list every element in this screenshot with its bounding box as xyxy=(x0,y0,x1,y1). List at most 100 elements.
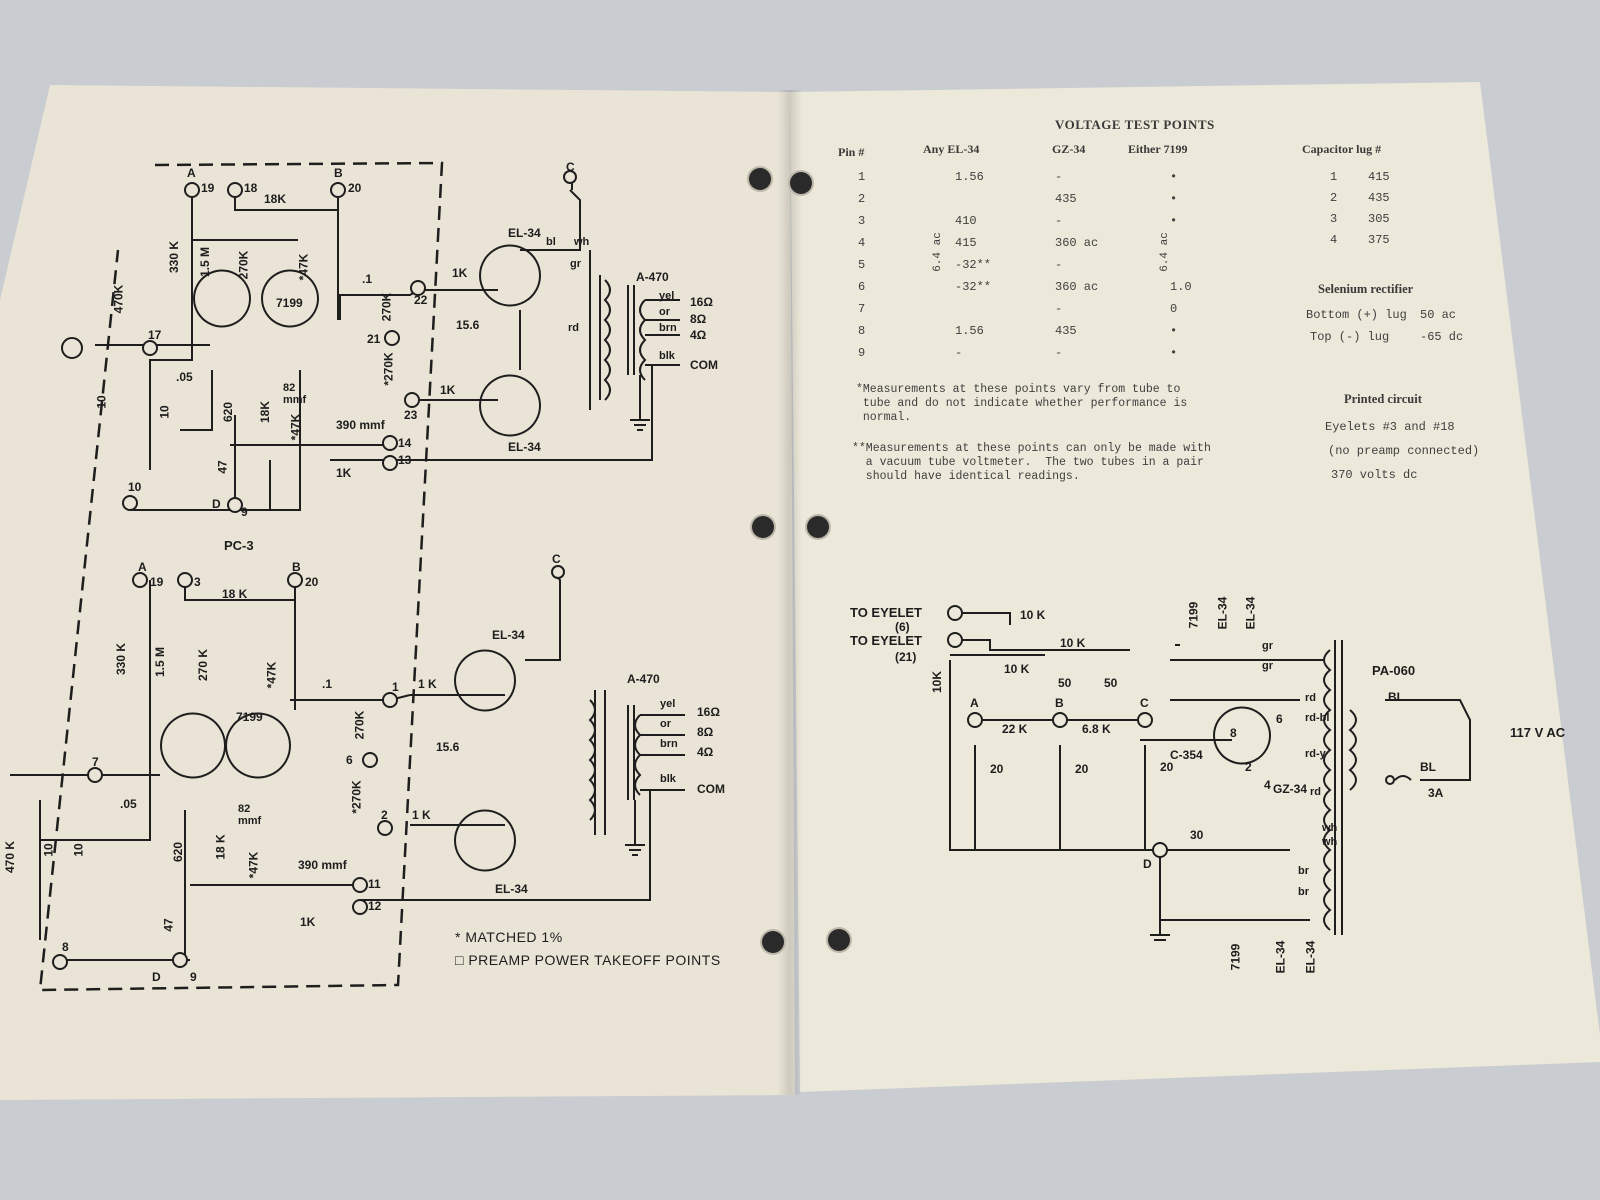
el34-value: 410 xyxy=(955,214,977,228)
resistor-10-bottom-label: 10 xyxy=(41,843,56,857)
col-head-pin: Pin # xyxy=(838,145,865,159)
gz34-value: 360 ac xyxy=(1055,280,1099,294)
tap-brn-bottom: brn xyxy=(660,738,678,750)
gz34-value: - xyxy=(1055,302,1063,316)
schematic-top-eyelet-23: 23 xyxy=(404,408,418,422)
ps-tube-top-el34-b: EL-34 xyxy=(1243,596,1258,630)
resistor-1k-label: 1K xyxy=(452,266,468,280)
resistor-270k-c-bottom-label: *270K xyxy=(349,780,364,814)
schematic-top-node-b: B xyxy=(334,166,343,180)
tap-blk-top: blk xyxy=(659,350,675,362)
ps-lead-rd-2: rd xyxy=(1310,786,1321,798)
resistor-330k-label: 330 K xyxy=(167,240,182,274)
e7199-value: • xyxy=(1170,346,1178,360)
el34-top-lower-label: EL-34 xyxy=(508,440,541,454)
ps-tube-bottom-7199: 7199 xyxy=(1228,943,1243,971)
capacitor-lug-number: 3 xyxy=(1330,212,1338,226)
e7199-value: 0 xyxy=(1170,302,1178,316)
cap-05-label: .05 xyxy=(176,370,193,384)
resistor-18k-b-bottom-label: 18 K xyxy=(213,834,228,860)
ps-c20-a: 20 xyxy=(990,762,1004,776)
resistor-15-6-bottom-label: 15.6 xyxy=(436,740,460,754)
ps-r6-8k: 6.8 K xyxy=(1082,722,1111,736)
col-head-capacitor: Capacitor lug # xyxy=(1302,142,1382,156)
ps-rectifier-gz34: GZ-34 xyxy=(1273,782,1308,796)
schematic-top-eyelet-10: 10 xyxy=(128,480,142,494)
resistor-1k-bottom-label: 1 K xyxy=(418,677,437,691)
e7199-value: • xyxy=(1170,214,1178,228)
tap-or-bottom: or xyxy=(660,718,671,730)
gz34-value: 435 xyxy=(1055,192,1077,206)
resistor-1k-b-label: 1K xyxy=(336,466,352,480)
ps-eyelet-21: (21) xyxy=(895,650,917,664)
ps-ac-input: 117 V AC xyxy=(1510,725,1566,740)
cap-0-1-label: .1 xyxy=(362,272,373,286)
schematic-bottom-eyelet-2: 2 xyxy=(381,808,388,822)
ohm-8-bottom: 8Ω xyxy=(697,725,714,739)
printed-circuit-line-2: (no preamp connected) xyxy=(1328,444,1480,458)
gz34-value: 360 ac xyxy=(1055,236,1099,250)
ohm-16-bottom: 16Ω xyxy=(697,705,720,719)
ps-to-eyelet-6: TO EYELET xyxy=(850,605,922,620)
resistor-15-6-label: 15.6 xyxy=(456,318,480,332)
gz34-value: - xyxy=(1055,214,1063,228)
ps-eyelet-6: (6) xyxy=(895,620,910,634)
tap-or-top: or xyxy=(659,306,670,318)
ps-node-c: C xyxy=(1140,696,1149,710)
col-head-7199: Either 7199 xyxy=(1128,142,1188,156)
schematic-bottom-eyelet-19: 19 xyxy=(150,575,164,589)
resistor-270k-label: 270K xyxy=(236,250,251,280)
resistor-18k-b-label: 18K xyxy=(258,400,273,424)
capacitor-lug-number: 4 xyxy=(1330,233,1338,247)
ps-node-b: B xyxy=(1055,696,1064,710)
resistor-1k-c-bottom-label: 1 K xyxy=(412,808,431,822)
schematic-top-node-c: C xyxy=(566,160,575,174)
selenium-bottom-label: Bottom (+) lug xyxy=(1306,308,1407,322)
selenium-top-value: -65 dc xyxy=(1420,330,1464,344)
resistor-270k-bottom-label: 270 K xyxy=(196,648,211,682)
ps-lead-rd-1: rd xyxy=(1305,692,1316,704)
el34-ac-note: 6.4 ac xyxy=(931,232,944,272)
gz34-value: - xyxy=(1055,170,1063,184)
schematic-bottom-eyelet-6: 6 xyxy=(346,753,353,767)
col-head-el34: Any EL-34 xyxy=(923,142,980,156)
xfmr-a470-bottom-label: A-470 xyxy=(627,672,660,686)
schematic-bottom-eyelet-11: 11 xyxy=(368,877,381,891)
pin-number: 9 xyxy=(858,346,866,360)
com-top: COM xyxy=(690,358,718,372)
cap-05-bottom-label: .05 xyxy=(120,797,137,811)
legend-takeoff: □ PREAMP POWER TAKEOFF POINTS xyxy=(455,952,721,968)
resistor-1k-c-label: 1K xyxy=(440,383,456,397)
resistor-270k-b-bottom-label: 270K xyxy=(352,710,367,740)
el34-value: 1.56 xyxy=(955,324,984,338)
capacitor-lug-value: 375 xyxy=(1368,233,1390,247)
schematic-bottom-node-d: D xyxy=(152,970,161,984)
schematic-top-eyelet-21: 21 xyxy=(367,332,381,346)
pin-number: 1 xyxy=(858,170,866,184)
resistor-10b-bottom-label: 10 xyxy=(71,843,86,857)
schematic-top-node-d: D xyxy=(212,497,221,511)
ps-r22k: 22 K xyxy=(1002,722,1028,736)
schematic-top-eyelet-17: 17 xyxy=(148,328,162,342)
ps-choke-c354: C-354 xyxy=(1170,748,1203,762)
el34-value: - xyxy=(955,346,963,360)
e7199-value: • xyxy=(1170,170,1178,184)
resistor-18k-label: 18K xyxy=(264,192,287,206)
pin-number: 8 xyxy=(858,324,866,338)
pin-number: 4 xyxy=(858,236,866,250)
binding-hole xyxy=(762,931,784,953)
printed-circuit-title: Printed circuit xyxy=(1344,392,1422,406)
el34-bottom-lower-label: EL-34 xyxy=(495,882,528,896)
pin-number: 5 xyxy=(858,258,866,272)
ps-lead-br-1: br xyxy=(1298,865,1309,877)
ps-node-d: D xyxy=(1143,857,1152,871)
cap-390mmf-bottom-label: 390 mmf xyxy=(298,858,347,872)
schematic-bottom-eyelet-1: 1 xyxy=(392,680,399,694)
resistor-620-bottom-label: 620 xyxy=(171,841,186,863)
printed-circuit-line-1: Eyelets #3 and #18 xyxy=(1325,420,1455,434)
resistor-1-5m-bottom-label: 1.5 M xyxy=(153,646,168,678)
pin-number: 3 xyxy=(858,214,866,228)
schematic-top-node-a: A xyxy=(187,166,196,180)
el34-value: 415 xyxy=(955,236,977,250)
wire-wh-top: wh xyxy=(574,236,590,248)
